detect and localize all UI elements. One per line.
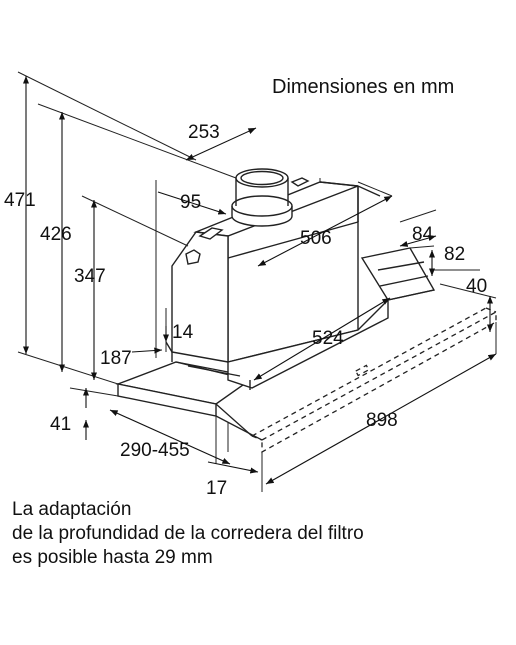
label-14: 14: [172, 322, 194, 343]
label-506: 506: [300, 228, 332, 249]
caption-line-1: La adaptación: [12, 499, 132, 520]
dimline-187: [132, 347, 162, 354]
label-41: 41: [50, 414, 71, 435]
label-40: 40: [466, 276, 487, 297]
label-84: 84: [412, 224, 434, 245]
label-82: 82: [444, 244, 465, 265]
label-471: 471: [4, 190, 36, 211]
dimline-84: [400, 235, 436, 247]
dimension-lines: [22, 76, 496, 484]
dimline-290-455: [110, 410, 230, 464]
label-898: 898: [366, 410, 398, 431]
label-426: 426: [40, 224, 72, 245]
label-17: 17: [206, 478, 227, 499]
dimline-506: [258, 196, 392, 266]
label-290-455: 290-455: [120, 440, 190, 461]
extension-lines: [18, 72, 496, 492]
dimline-898: [266, 354, 496, 484]
label-524: 524: [312, 328, 344, 349]
caption-line-3: es posible hasta 29 mm: [12, 547, 213, 568]
label-253: 253: [188, 122, 220, 143]
box-left-face: [172, 232, 228, 362]
label-347: 347: [74, 266, 106, 287]
caption-line-2: de la profundidad de la corredera del fi…: [12, 523, 364, 544]
label-95: 95: [180, 192, 201, 213]
label-187: 187: [100, 348, 132, 369]
dimline-253: [186, 128, 256, 160]
caption: La adaptación de la profundidad de la co…: [12, 498, 364, 570]
dimline-17: [208, 462, 258, 474]
dimline-95: [158, 192, 226, 215]
diagram-title: Dimensiones en mm: [272, 76, 455, 98]
